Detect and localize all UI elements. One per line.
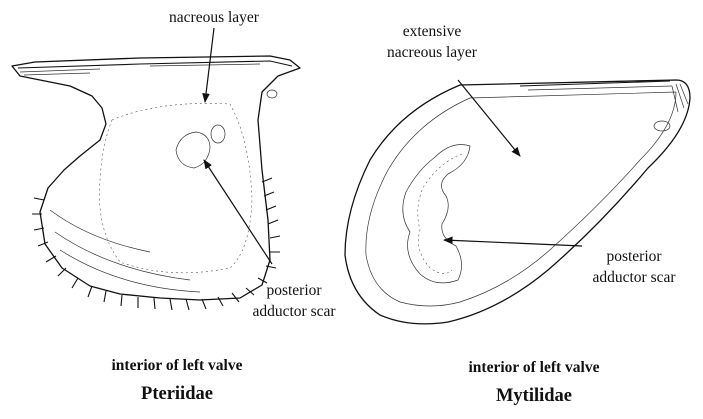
label-posterior-right-line2: adductor scar [592,269,676,286]
caption-left: interior of left valve [112,357,243,374]
mytilidae-shell-drawing [345,80,690,324]
label-extensive-nacreous-layer: nacreous layer [387,44,478,61]
family-label-mytilidae: Mytilidae [496,386,572,406]
label-posterior-right-line1: posterior [606,248,662,265]
mytilidae-shell-outline [345,80,690,324]
label-posterior-left-line1: posterior [266,282,322,299]
label-nacreous-layer: nacreous layer [169,9,260,26]
label-posterior-left-line2: adductor scar [252,303,336,320]
caption-right: interior of left valve [469,359,600,376]
pteriidae-shell-drawing [12,56,300,310]
pteriidae-ligament-pit [267,90,277,98]
family-label-pteriidae: Pteriidae [141,384,213,404]
pteriidae-shell-outline [12,56,300,300]
label-extensive: extensive [403,23,462,40]
